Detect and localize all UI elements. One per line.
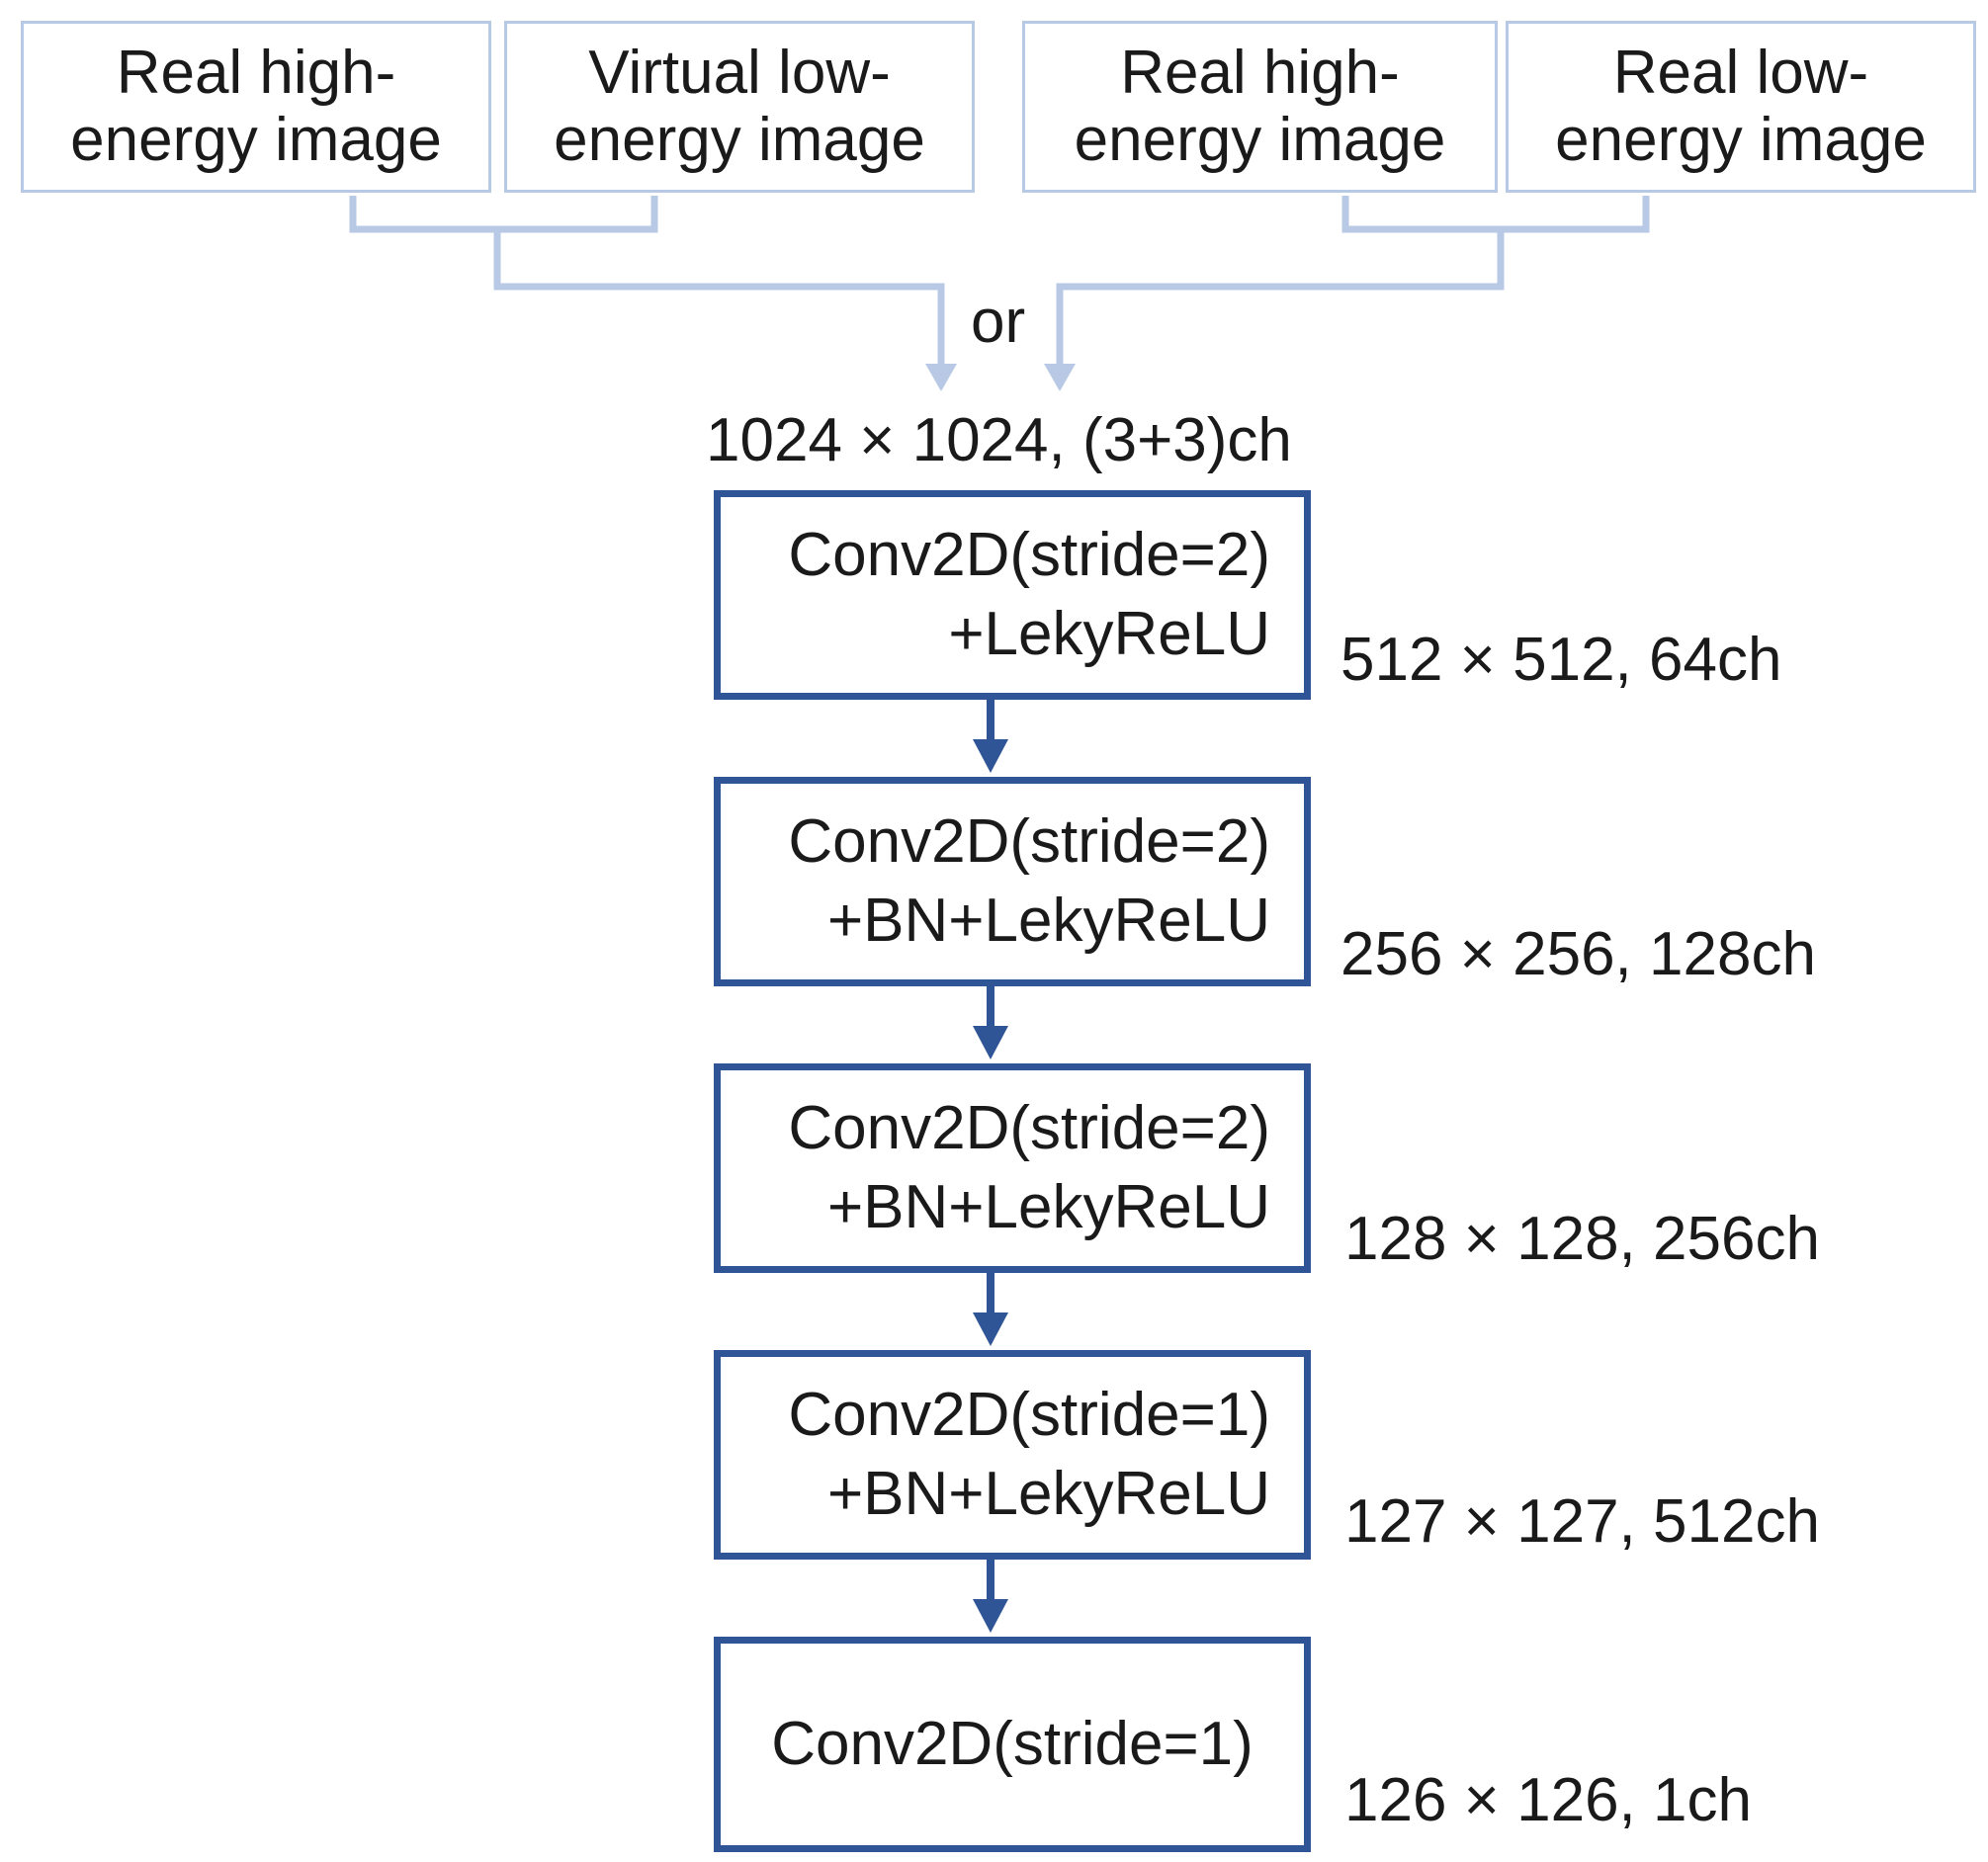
layer-line2: +LekyReLU	[948, 600, 1270, 668]
layer-line1: Conv2D(stride=1)	[771, 1710, 1253, 1778]
input-label: Real low- energy image	[1555, 39, 1927, 174]
layer-line2: +BN+LekyReLU	[826, 1173, 1270, 1241]
layer-box-4: Conv2D(stride=1) +BN+LekyReLU	[714, 1350, 1311, 1560]
input-label: Real high- energy image	[1074, 39, 1446, 174]
input-shape-label: 1024 × 1024, (3+3)ch	[706, 406, 1292, 474]
layer-line2: +BN+LekyReLU	[826, 1460, 1270, 1528]
layer-output-2: 256 × 256, 128ch	[1340, 920, 1816, 988]
layer-output-1: 512 × 512, 64ch	[1340, 626, 1782, 694]
input-box-real-high-2: Real high- energy image	[1022, 21, 1498, 193]
layer-line2: +BN+LekyReLU	[826, 887, 1270, 955]
or-label: or	[971, 288, 1026, 356]
input-label: Virtual low- energy image	[554, 39, 925, 174]
right-connector	[1056, 229, 1505, 366]
left-connector	[493, 229, 945, 366]
layer-output-5: 126 × 126, 1ch	[1344, 1766, 1752, 1834]
layer-line1: Conv2D(stride=2)	[788, 1094, 1270, 1162]
input-label: Real high- energy image	[70, 39, 442, 174]
layer-line1: Conv2D(stride=2)	[788, 807, 1270, 876]
layer-box-5: Conv2D(stride=1)	[714, 1637, 1311, 1852]
layer-line1: Conv2D(stride=1)	[788, 1381, 1270, 1449]
input-box-real-high-1: Real high- energy image	[21, 21, 491, 193]
right-bracket	[1341, 196, 1650, 233]
layer-box-1: Conv2D(stride=2) +LekyReLU	[714, 490, 1311, 700]
right-arrowhead	[1044, 364, 1076, 391]
input-box-real-low: Real low- energy image	[1506, 21, 1976, 193]
layer-output-3: 128 × 128, 256ch	[1344, 1205, 1820, 1273]
input-box-virtual-low: Virtual low- energy image	[504, 21, 975, 193]
left-bracket	[349, 196, 658, 233]
layer-line1: Conv2D(stride=2)	[788, 521, 1270, 589]
layer-box-2: Conv2D(stride=2) +BN+LekyReLU	[714, 777, 1311, 986]
layer-arrows	[973, 700, 1008, 1633]
layer-box-3: Conv2D(stride=2) +BN+LekyReLU	[714, 1063, 1311, 1273]
layer-output-4: 127 × 127, 512ch	[1344, 1487, 1820, 1556]
left-arrowhead	[925, 364, 957, 391]
